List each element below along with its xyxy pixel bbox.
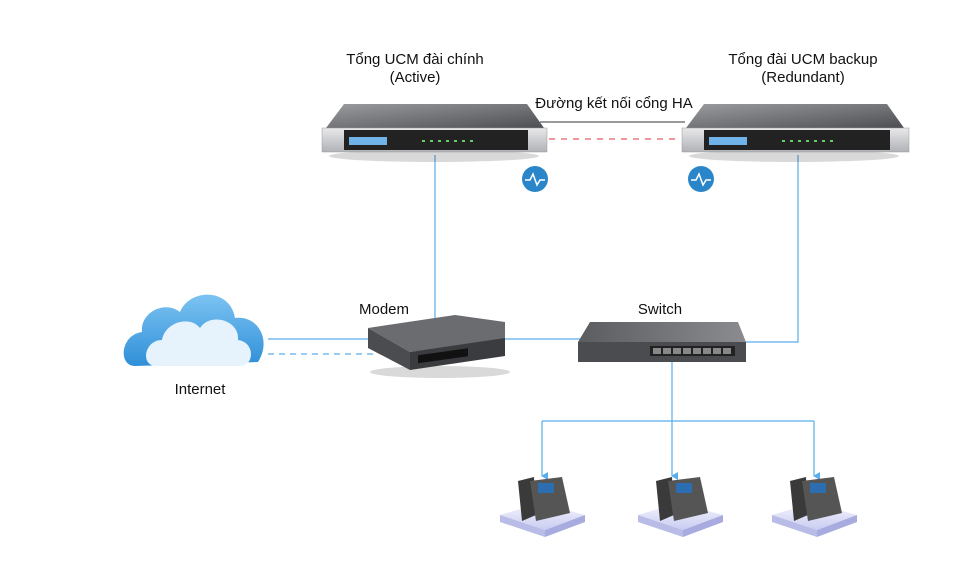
ucm-backup-subtitle: (Redundant)	[761, 69, 845, 86]
ucm-active-title: Tổng UCM đài chính	[346, 51, 484, 68]
ip-phone-icon	[772, 477, 857, 537]
internet-label: Internet	[174, 381, 226, 398]
ucm-active-subtitle: (Active)	[389, 69, 441, 86]
ucm-backup-label: Tổng đài UCM backup (Redundant)	[728, 51, 877, 87]
ucm-backup-title: Tổng đài UCM backup	[728, 51, 878, 68]
ucm-active-label: Tổng UCM đài chính (Active)	[346, 51, 484, 87]
ha-link-label: Đường kết nối cổng HA	[535, 95, 693, 112]
network-switch-icon	[578, 322, 746, 362]
cloud-icon	[123, 294, 264, 366]
modem-label: Modem	[358, 301, 410, 318]
ip-phone-icon	[638, 477, 723, 537]
network-switch-icon	[368, 315, 510, 378]
heartbeat-icon	[522, 166, 548, 192]
rack-server-icon	[681, 104, 910, 162]
link-ucm-backup-switch	[745, 155, 799, 343]
links	[268, 121, 820, 480]
ip-phone-icon	[500, 477, 585, 537]
rack-server-icon	[321, 104, 548, 162]
heartbeat-icon	[688, 166, 714, 192]
switch-label: Switch	[637, 301, 683, 318]
